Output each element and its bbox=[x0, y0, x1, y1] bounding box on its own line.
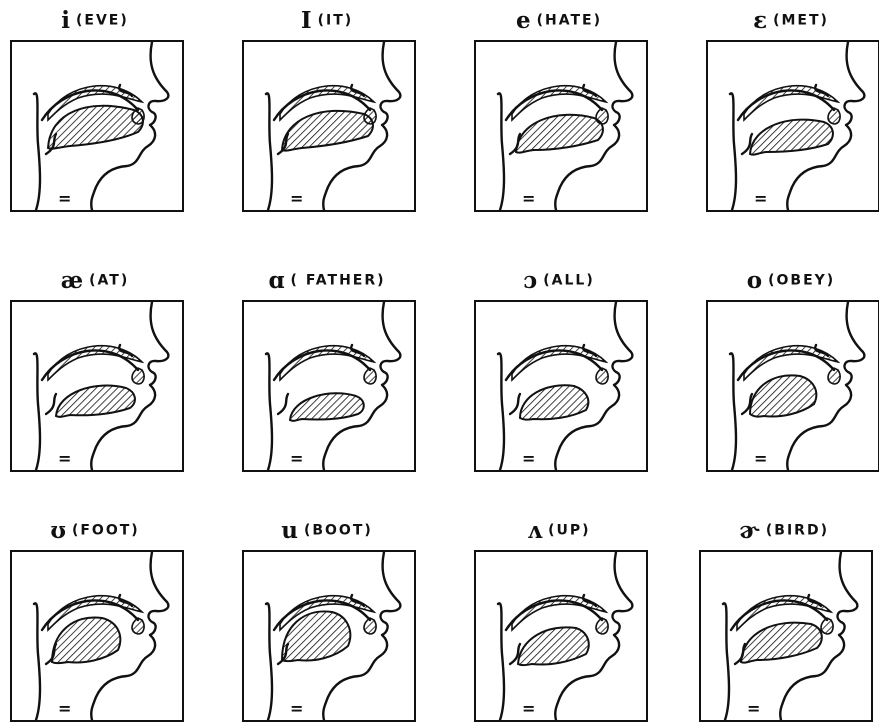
mouth-diagram: = bbox=[242, 300, 416, 472]
example-word: (HATE) bbox=[537, 13, 602, 29]
glottis-mark: = bbox=[58, 189, 71, 208]
example-word: (BOOT) bbox=[304, 523, 373, 539]
glottis-mark: = bbox=[290, 449, 303, 468]
teeth-shape bbox=[596, 618, 608, 634]
example-word: (FOOT) bbox=[72, 523, 140, 539]
tongue-shape bbox=[48, 106, 143, 149]
example-word: (MET) bbox=[773, 13, 829, 29]
ipa-symbol: æ bbox=[61, 267, 83, 294]
glottis-mark: = bbox=[58, 699, 71, 718]
vowel-label: ɚ (BIRD) bbox=[689, 514, 879, 546]
palate-shading bbox=[48, 346, 142, 380]
mouth-diagram: = bbox=[706, 40, 879, 212]
example-word: (AT) bbox=[89, 273, 129, 289]
mouth-diagram: = bbox=[10, 40, 184, 212]
teeth-shape bbox=[828, 108, 840, 124]
vowel-label: e (HATE) bbox=[464, 4, 654, 36]
example-word: (UP) bbox=[548, 523, 590, 539]
ipa-symbol: o bbox=[747, 267, 762, 294]
glottis-mark: = bbox=[522, 189, 535, 208]
head-profile-icon bbox=[266, 302, 400, 470]
palate-shading bbox=[744, 86, 838, 120]
teeth-shape bbox=[132, 368, 144, 384]
glottis-mark: = bbox=[754, 189, 767, 208]
ipa-symbol: ɑ bbox=[268, 267, 284, 294]
example-word: (IT) bbox=[318, 13, 354, 29]
tongue-shape bbox=[290, 393, 364, 421]
vowel-label: ɑ ( FATHER) bbox=[232, 264, 422, 296]
vowel-label: ʌ (UP) bbox=[464, 514, 654, 546]
mouth-diagram: = bbox=[474, 300, 648, 472]
vowel-label: ɛ (MET) bbox=[696, 4, 879, 36]
example-word: (BIRD) bbox=[766, 523, 829, 539]
glottis-mark: = bbox=[290, 699, 303, 718]
glottis-mark: = bbox=[754, 449, 767, 468]
example-word: (ALL) bbox=[543, 273, 594, 289]
teeth-shape bbox=[364, 108, 376, 124]
mouth-diagram: = bbox=[474, 40, 648, 212]
teeth-shape bbox=[364, 618, 376, 634]
mouth-diagram: = bbox=[10, 550, 184, 722]
tongue-shape bbox=[56, 386, 135, 417]
vowel-label: æ (AT) bbox=[0, 264, 190, 296]
teeth-shape bbox=[132, 618, 144, 634]
ipa-symbol: ɔ bbox=[523, 267, 537, 294]
tongue-shape bbox=[750, 120, 833, 155]
glottis-mark: = bbox=[747, 699, 760, 718]
ipa-symbol: ɛ bbox=[753, 7, 767, 34]
mouth-diagram: = bbox=[474, 550, 648, 722]
glottis-mark: = bbox=[522, 449, 535, 468]
glottis-mark: = bbox=[290, 189, 303, 208]
ipa-symbol: ʊ bbox=[50, 517, 66, 544]
ipa-symbol: ɚ bbox=[739, 517, 760, 544]
tongue-shape bbox=[282, 111, 373, 151]
glottis-mark: = bbox=[522, 699, 535, 718]
vowel-label: o (OBEY) bbox=[696, 264, 879, 296]
tongue-shape bbox=[741, 623, 822, 663]
teeth-shape bbox=[596, 108, 608, 124]
ipa-symbol: ʌ bbox=[527, 517, 542, 544]
ipa-symbol: I bbox=[301, 7, 312, 34]
example-word: ( FATHER) bbox=[291, 273, 386, 289]
mouth-diagram: = bbox=[706, 300, 879, 472]
mouth-diagram: = bbox=[242, 550, 416, 722]
teeth-shape bbox=[596, 368, 608, 384]
tongue-shape bbox=[750, 375, 816, 416]
palate-shading bbox=[512, 346, 606, 380]
vowel-label: ʊ (FOOT) bbox=[0, 514, 190, 546]
mouth-diagram: = bbox=[242, 40, 416, 212]
teeth-shape bbox=[364, 368, 376, 384]
tongue-shape bbox=[52, 617, 120, 663]
mouth-diagram: = bbox=[699, 550, 873, 722]
tongue-shape bbox=[516, 115, 603, 153]
vowel-label: u (BOOT) bbox=[232, 514, 422, 546]
ipa-symbol: e bbox=[516, 7, 531, 34]
example-word: (OBEY) bbox=[768, 273, 835, 289]
tongue-shape bbox=[518, 627, 589, 665]
vowel-label: i (EVE) bbox=[0, 4, 190, 36]
mouth-diagram: = bbox=[10, 300, 184, 472]
palate-shading bbox=[280, 346, 374, 380]
vowel-label: ɔ (ALL) bbox=[464, 264, 654, 296]
palate-shading bbox=[512, 596, 606, 630]
glottis-mark: = bbox=[58, 449, 71, 468]
ipa-symbol: u bbox=[281, 517, 298, 544]
ipa-symbol: i bbox=[61, 7, 70, 34]
vowel-label: I (IT) bbox=[232, 4, 422, 36]
teeth-shape bbox=[828, 368, 840, 384]
teeth-shape bbox=[821, 618, 833, 634]
tongue-shape bbox=[520, 385, 588, 419]
example-word: (EVE) bbox=[76, 13, 129, 29]
